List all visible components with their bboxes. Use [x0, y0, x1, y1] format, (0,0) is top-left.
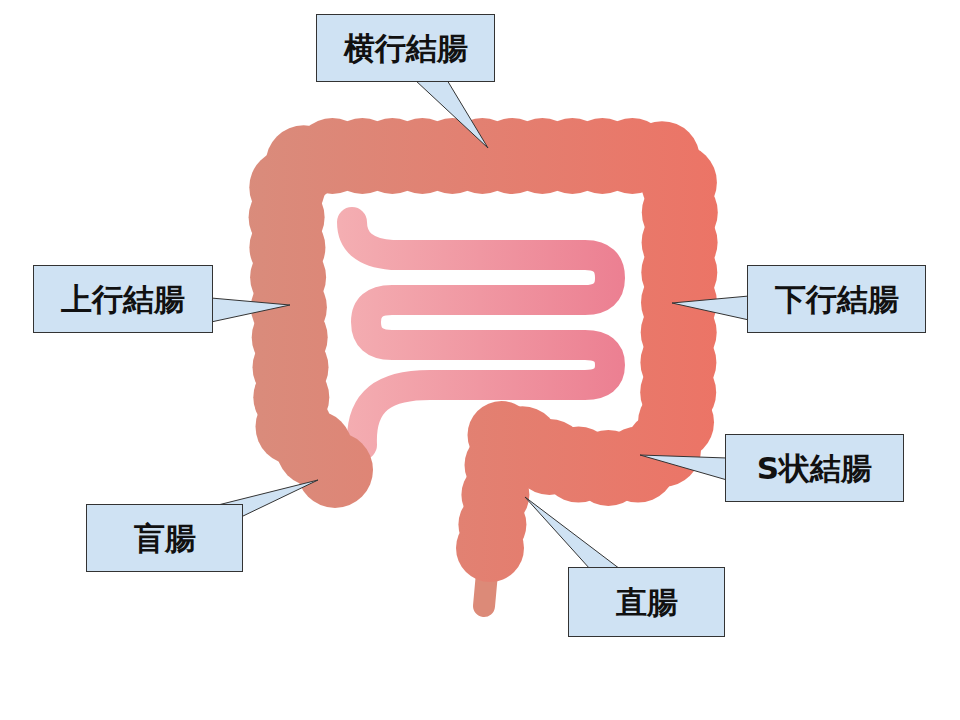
callout-box: S状結腸 — [725, 434, 904, 502]
callout-pointer — [640, 455, 727, 480]
callout-label: 下行結腸 — [775, 282, 899, 316]
colon — [249, 118, 718, 582]
callout-pointers — [210, 80, 749, 569]
callout-box: 直腸 — [568, 567, 725, 637]
callout-label: 直腸 — [616, 585, 678, 619]
callout-pointer — [415, 80, 488, 148]
callout-pointer — [211, 298, 290, 322]
callout-box: 下行結腸 — [747, 265, 926, 333]
haustra — [456, 514, 524, 582]
callout-box: 盲腸 — [86, 504, 243, 572]
callout-label: 盲腸 — [134, 521, 196, 555]
colon-centerline — [286, 156, 680, 548]
callout-label: 上行結腸 — [61, 282, 185, 316]
callout-box: 上行結腸 — [33, 265, 213, 333]
callout-pointer — [672, 296, 749, 320]
callout-label: S状結腸 — [757, 451, 872, 485]
callout-pointer — [525, 497, 620, 569]
callout-label: 横行結腸 — [344, 31, 468, 65]
callout-box: 横行結腸 — [316, 14, 495, 82]
